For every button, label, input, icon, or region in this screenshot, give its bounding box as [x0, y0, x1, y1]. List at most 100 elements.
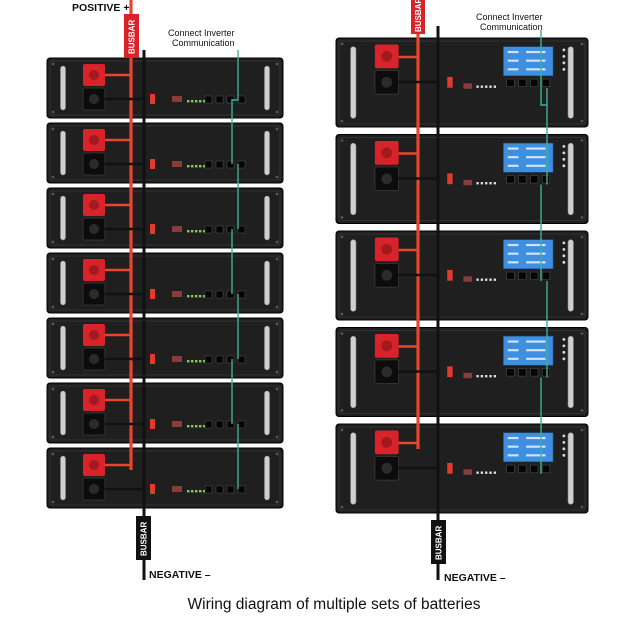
status-led-icon: [195, 165, 198, 168]
status-led-icon: [562, 440, 566, 444]
comm-port-icon: [542, 464, 551, 473]
battery-module-6: [46, 382, 284, 444]
terminal-hole: [89, 395, 99, 405]
comm-port-icon: [226, 485, 235, 494]
handle-icon: [350, 46, 357, 119]
mini-display-icon: [172, 421, 182, 427]
battery-module-4: [335, 327, 589, 417]
status-led-icon: [191, 490, 194, 493]
mounting-hole: [580, 409, 584, 412]
comm-port-icon: [204, 355, 213, 364]
status-led-icon: [562, 247, 566, 251]
mounting-hole: [340, 216, 344, 219]
battery-case: [46, 122, 284, 184]
status-led-icon: [562, 144, 566, 148]
right-top-busbar: BUSBAR: [411, 0, 425, 34]
battery-module-4: [46, 252, 284, 314]
status-led-icon: [199, 230, 202, 233]
status-led-icon: [562, 337, 566, 341]
comm-port-icon: [506, 78, 515, 87]
status-led-icon: [187, 490, 190, 493]
status-led-icon: [199, 425, 202, 428]
comm-port-icon: [237, 420, 246, 429]
mounting-hole: [275, 192, 279, 196]
mounting-hole: [275, 110, 279, 114]
mounting-hole: [275, 305, 279, 309]
comm-port-icon: [204, 485, 213, 494]
mounting-hole: [51, 435, 55, 439]
comm-port-icon: [237, 355, 246, 364]
status-led-icon: [203, 360, 206, 363]
terminal-hole: [89, 94, 99, 104]
battery-module-3: [335, 230, 589, 321]
terminal-hole: [89, 200, 99, 210]
status-led-icon: [489, 471, 492, 474]
lcd-line-icon: [526, 357, 546, 360]
right-cables: [398, 0, 548, 580]
lcd-line-icon: [507, 68, 519, 71]
breaker-switch-icon: [150, 484, 155, 494]
mounting-hole: [275, 240, 279, 244]
mounting-hole: [580, 235, 584, 239]
handle-icon: [350, 142, 357, 216]
mounting-hole: [340, 139, 344, 142]
mounting-hole: [340, 332, 344, 335]
battery-module-3: [46, 187, 284, 249]
mounting-hole: [51, 370, 55, 374]
status-led-icon: [562, 61, 566, 65]
comm-port-icon: [215, 225, 224, 234]
handle-icon: [264, 325, 270, 371]
battery-module-1: [46, 57, 284, 119]
battery-face: [338, 330, 586, 414]
handle-icon: [350, 335, 357, 409]
lcd-line-icon: [526, 50, 546, 54]
mounting-hole: [340, 409, 344, 412]
left-cables: [105, 0, 239, 580]
left-bottom-busbar-label: BUSBAR: [140, 522, 149, 556]
status-led-icon: [191, 360, 194, 363]
mounting-hole: [51, 127, 55, 131]
lcd-line-icon: [507, 349, 519, 352]
status-led-icon: [199, 490, 202, 493]
status-led-icon: [203, 295, 206, 298]
status-led-icon: [195, 360, 198, 363]
status-led-icon: [195, 295, 198, 298]
left-comm-label-line1: Connect Inverter: [168, 28, 235, 38]
handle-icon: [264, 390, 270, 436]
handle-icon: [60, 130, 66, 176]
status-led-icon: [191, 100, 194, 103]
comm-port-icon: [530, 78, 539, 87]
comm-port-icon: [506, 175, 515, 184]
status-led-icon: [191, 295, 194, 298]
battery-face: [49, 125, 281, 181]
comm-port-icon: [215, 160, 224, 169]
battery-face: [49, 255, 281, 311]
battery-module-2: [46, 122, 284, 184]
lcd-line-icon: [507, 156, 519, 159]
battery-case: [46, 57, 284, 119]
mounting-hole: [51, 305, 55, 309]
battery-case: [46, 187, 284, 249]
status-led-icon: [199, 295, 202, 298]
handle-icon: [567, 239, 574, 312]
lcd-line-icon: [526, 147, 546, 150]
left-bottom-busbar: BUSBAR: [136, 516, 151, 560]
lcd-line-icon: [507, 436, 519, 440]
lcd-line-icon: [507, 340, 519, 343]
right-top-busbar-label: BUSBAR: [414, 0, 423, 32]
handle-icon: [264, 455, 270, 501]
lcd-line-icon: [526, 164, 546, 167]
battery-face: [49, 60, 281, 116]
lcd-line-icon: [526, 340, 546, 343]
lcd-line-icon: [526, 261, 546, 264]
right-comm-label-line1: Connect Inverter: [476, 12, 543, 22]
status-led-icon: [199, 360, 202, 363]
right-bottom-busbar-label: BUSBAR: [435, 526, 444, 560]
breaker-switch-icon: [150, 289, 155, 299]
battery-face: [338, 233, 586, 318]
mounting-hole: [580, 312, 584, 316]
comm-port-icon: [542, 78, 551, 87]
comm-port-icon: [215, 290, 224, 299]
status-led-icon: [203, 165, 206, 168]
status-led-icon: [187, 295, 190, 298]
